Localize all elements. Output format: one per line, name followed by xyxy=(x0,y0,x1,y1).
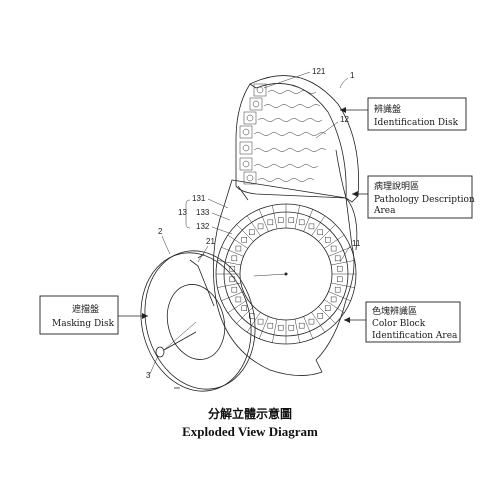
segment-divider xyxy=(227,299,248,314)
pathology-area-en-2: Area xyxy=(373,206,396,216)
color-block-cell xyxy=(248,229,255,236)
color-block-area-zh: 色塊辨識區 xyxy=(372,305,417,317)
color-block-cell xyxy=(288,217,295,224)
color-block-area-en-2: Identification Area xyxy=(372,331,458,341)
segment-divider xyxy=(258,209,269,232)
color-block-cell xyxy=(241,305,248,312)
segment-divider xyxy=(221,291,244,302)
color-block-cell xyxy=(317,229,324,236)
color-block-cell xyxy=(334,286,341,293)
caption-en: Exploded View Diagram xyxy=(182,424,318,439)
segment-divider xyxy=(328,246,351,257)
color-block-cell xyxy=(308,318,315,325)
color-block-cell xyxy=(324,236,331,243)
color-block-segments xyxy=(216,204,356,344)
color-block-cell xyxy=(330,245,337,252)
segment-divider xyxy=(318,224,336,242)
pathology-text-lines xyxy=(253,90,327,182)
color-block-cell xyxy=(317,312,324,319)
callout-masking-disk: 遮擋盤 Masking Disk xyxy=(39,295,148,335)
segment-divider xyxy=(217,260,241,266)
ref-3: 3 xyxy=(146,371,151,380)
segment-divider xyxy=(294,319,300,343)
identification-disk xyxy=(235,75,359,203)
segment-divider xyxy=(318,306,336,324)
pathology-area-zh: 病理說明區 xyxy=(374,180,419,192)
segment-divider xyxy=(227,234,248,249)
color-block-cell xyxy=(277,324,284,331)
color-block-cell xyxy=(241,236,248,243)
ref-133: 133 xyxy=(196,208,210,217)
color-block-cell xyxy=(330,296,337,303)
segment-divider xyxy=(236,224,254,242)
identification-icons xyxy=(239,83,267,185)
callout-color-block-area: 色塊辨識區 Color Block Identification Area xyxy=(344,301,461,343)
pathology-area-en-1: Pathology Description xyxy=(374,195,475,205)
callout-identification-disk: 辨識盤 Identification Disk xyxy=(340,97,467,131)
masking-disk-zh: 遮擋盤 xyxy=(72,303,99,315)
color-block-cell xyxy=(267,322,274,329)
color-block-cell xyxy=(334,255,341,262)
segment-divider xyxy=(331,282,355,288)
segment-divider xyxy=(324,234,345,249)
ref-21: 21 xyxy=(206,237,215,246)
ref-2: 2 xyxy=(158,227,163,236)
diagram-caption: 分解立體示意圖 Exploded View Diagram xyxy=(182,406,318,439)
ref-132: 132 xyxy=(196,222,210,231)
color-block-cell xyxy=(324,305,331,312)
segment-divider xyxy=(217,282,241,288)
identification-disk-en: Identification Disk xyxy=(374,118,459,128)
color-block-cell xyxy=(257,223,264,230)
segment-divider xyxy=(311,312,326,333)
masking-disk-en: Masking Disk xyxy=(52,319,115,329)
reference-numbers: 121 1 12 131 13 133 132 11 2 21 3 xyxy=(146,67,361,380)
segment-divider xyxy=(311,215,326,236)
color-block-cell xyxy=(231,286,238,293)
masking-disk xyxy=(140,250,256,392)
segment-divider xyxy=(272,319,278,343)
color-block-cell xyxy=(229,265,236,272)
segment-divider xyxy=(324,299,345,314)
segment-divider xyxy=(328,291,351,302)
ref-12: 12 xyxy=(340,115,349,124)
ref-13: 13 xyxy=(178,208,187,217)
segment-divider xyxy=(246,215,261,236)
segment-divider xyxy=(331,260,355,266)
color-block-cell xyxy=(298,219,305,226)
pivot-pin xyxy=(155,331,197,358)
color-block-cell xyxy=(308,223,315,230)
color-block-cell xyxy=(267,219,274,226)
color-block-cell xyxy=(336,265,343,272)
segment-divider xyxy=(258,316,269,339)
base-body xyxy=(212,179,358,376)
ref-131: 131 xyxy=(192,194,206,203)
color-block-cell xyxy=(298,322,305,329)
color-block-cell xyxy=(288,324,295,331)
segment-divider xyxy=(221,246,244,257)
ref-11: 11 xyxy=(352,239,361,248)
color-block-area-en-1: Color Block xyxy=(372,319,426,329)
color-block-cell xyxy=(231,255,238,262)
segment-divider xyxy=(246,312,261,333)
color-block-cell xyxy=(257,318,264,325)
ref-1: 1 xyxy=(350,71,355,80)
segment-divider xyxy=(294,205,300,229)
segment-divider xyxy=(303,316,314,339)
ref-121: 121 xyxy=(312,67,326,76)
color-block-cell xyxy=(336,276,343,283)
color-block-cell xyxy=(235,296,242,303)
caption-zh: 分解立體示意圖 xyxy=(208,406,292,421)
color-block-disk xyxy=(215,203,357,345)
color-block-cell xyxy=(235,245,242,252)
segment-divider xyxy=(303,209,314,232)
color-block-cell xyxy=(277,217,284,224)
callout-pathology-area: 病理說明區 Pathology Description Area xyxy=(352,175,475,219)
segment-divider xyxy=(236,306,254,324)
identification-disk-zh: 辨識盤 xyxy=(374,103,401,115)
segment-divider xyxy=(272,205,278,229)
